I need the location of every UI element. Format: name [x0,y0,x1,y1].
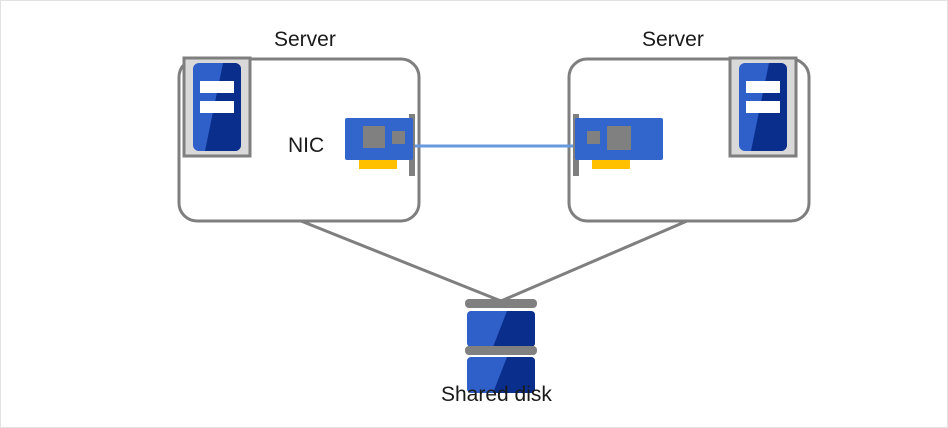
shared-disk-bar-top [465,299,537,308]
shared-disk-icon[interactable] [465,299,537,393]
link-right-server-to-disk [500,219,688,303]
server-icon-left-bar-bottom [200,101,234,113]
storage-links [300,219,688,303]
server-icon-left-bar-top [200,81,234,93]
shared-disk-bar-middle [465,346,537,355]
shared-disk-platter-bottom-dark [493,357,535,393]
shared-disk-platter-top-dark [493,311,535,347]
server-icon-left [182,56,252,158]
link-left-server-to-disk [300,219,502,303]
label-server-right: Server [642,28,704,51]
label-server-left: Server [274,28,336,51]
nic-card-right[interactable] [573,114,663,176]
server-icon-right [728,56,798,158]
server-icon-right-bar-bottom [746,101,780,113]
nic-card-left[interactable] [345,114,415,176]
nic-left-chip-large [363,126,385,148]
server-icon-right-bar-top [746,81,780,93]
label-nic: NIC [288,134,325,157]
nic-right-chip-small [587,131,600,144]
label-shared-disk: Shared disk [441,383,552,406]
nic-right-edge-connector [592,160,630,169]
nic-right-chip-large [607,126,631,150]
nic-left-chip-small [392,131,405,144]
nic-left-edge-connector [359,160,397,169]
